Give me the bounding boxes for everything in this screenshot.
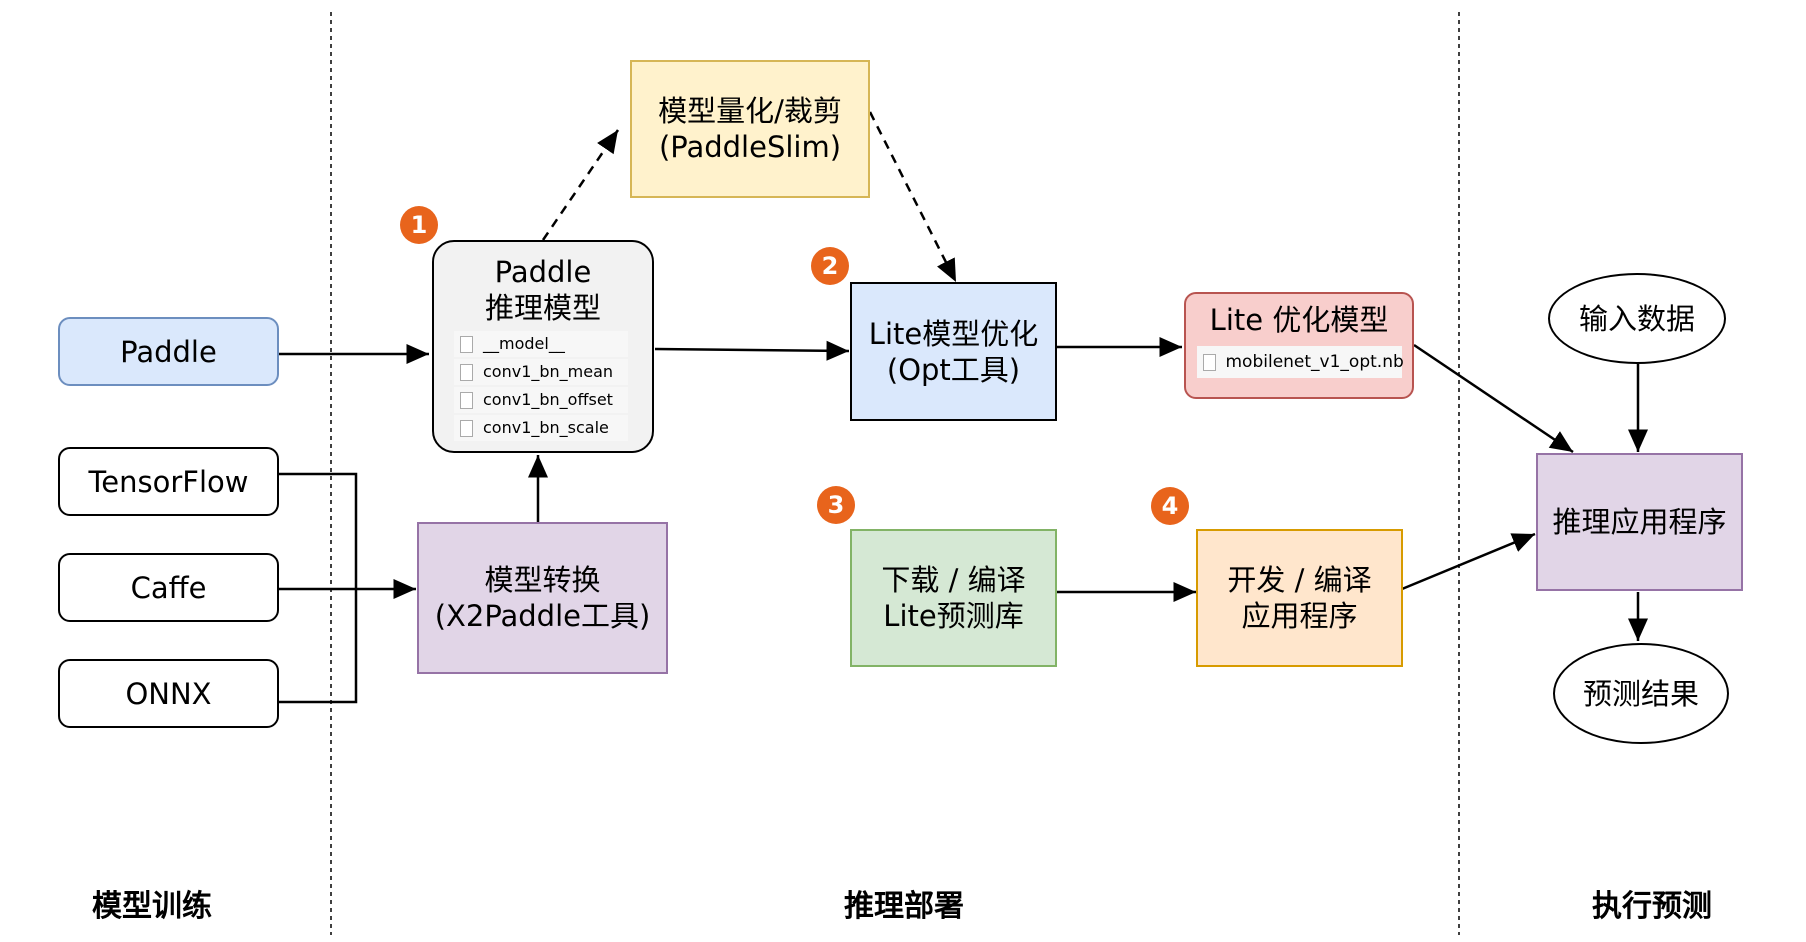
lite-model-file-name: mobilenet_v1_opt.nb bbox=[1225, 352, 1404, 372]
opt-line2: (Opt工具) bbox=[886, 352, 1021, 387]
prediction-result-ellipse: 预测结果 bbox=[1553, 643, 1729, 744]
paddle-box: Paddle bbox=[58, 317, 279, 386]
caffe-label: Caffe bbox=[130, 570, 207, 605]
arrow-model-to-slim bbox=[541, 129, 620, 241]
x2paddle-box: 模型转换 (X2Paddle工具) bbox=[417, 522, 668, 674]
arrow-slim-to-opt bbox=[868, 111, 958, 283]
input-data-label: 输入数据 bbox=[1578, 301, 1695, 336]
lite-optimized-model-box: Lite 优化模型 mobilenet_v1_opt.nb bbox=[1184, 292, 1414, 399]
arrow-develop-to-app bbox=[1401, 532, 1536, 591]
develop-app-box: 开发 / 编译 应用程序 bbox=[1196, 529, 1403, 667]
download-line2: Lite预测库 bbox=[883, 599, 1024, 633]
opt-tool-box: Lite模型优化 (Opt工具) bbox=[850, 282, 1057, 421]
paddle-label: Paddle bbox=[120, 334, 217, 369]
input-data-ellipse: 输入数据 bbox=[1548, 273, 1726, 364]
arrow-lite-model-to-app bbox=[1413, 343, 1574, 454]
inference-app-box: 推理应用程序 bbox=[1536, 453, 1743, 591]
download-line1: 下载 / 编译 bbox=[881, 563, 1026, 597]
file-icon bbox=[460, 335, 473, 353]
model-file-item: conv1_bn_offset bbox=[454, 387, 628, 413]
model-file-name: __model__ bbox=[483, 334, 565, 353]
wire-tensorflow bbox=[279, 472, 358, 589]
file-icon bbox=[460, 363, 473, 381]
develop-line2: 应用程序 bbox=[1241, 599, 1358, 633]
tensorflow-box: TensorFlow bbox=[58, 447, 279, 516]
step-badge-1: 1 bbox=[400, 206, 438, 244]
slim-line2: (PaddleSlim) bbox=[658, 130, 842, 164]
section-title-deploy: 推理部署 bbox=[844, 889, 964, 924]
tensorflow-label: TensorFlow bbox=[88, 464, 249, 499]
opt-line1: Lite模型优化 bbox=[868, 316, 1039, 351]
section-title-training: 模型训练 bbox=[92, 889, 212, 924]
model-file-name: conv1_bn_offset bbox=[483, 390, 613, 409]
paddle-inference-model-box: Paddle 推理模型 __model__ conv1_bn_mean conv… bbox=[432, 240, 654, 453]
step-badge-4: 4 bbox=[1151, 487, 1189, 525]
model-file-name: conv1_bn_scale bbox=[483, 418, 609, 437]
file-icon bbox=[460, 419, 473, 437]
lite-model-file: mobilenet_v1_opt.nb bbox=[1196, 346, 1404, 378]
model-file-item: conv1_bn_scale bbox=[454, 415, 628, 441]
file-icon bbox=[460, 391, 473, 409]
wire-onnx bbox=[279, 589, 358, 704]
section-title-predict: 执行预测 bbox=[1592, 889, 1712, 924]
x2paddle-line1: 模型转换 bbox=[484, 563, 601, 597]
arrow-model-to-opt bbox=[654, 340, 850, 361]
develop-line1: 开发 / 编译 bbox=[1227, 563, 1372, 597]
file-icon bbox=[1202, 353, 1216, 371]
prediction-result-label: 预测结果 bbox=[1582, 676, 1699, 711]
step-badge-2: 2 bbox=[811, 247, 849, 285]
model-file-list: __model__ conv1_bn_mean conv1_bn_offset … bbox=[454, 331, 628, 443]
x2paddle-line2: (X2Paddle工具) bbox=[434, 599, 651, 633]
inference-app-label: 推理应用程序 bbox=[1552, 505, 1727, 539]
download-compile-box: 下载 / 编译 Lite预测库 bbox=[850, 529, 1057, 667]
onnx-label: ONNX bbox=[125, 676, 212, 711]
step-badge-3: 3 bbox=[817, 486, 855, 524]
caffe-box: Caffe bbox=[58, 553, 279, 622]
paddleslim-box: 模型量化/裁剪 (PaddleSlim) bbox=[630, 60, 870, 198]
paddle-model-line2: 推理模型 bbox=[484, 291, 601, 325]
model-file-item: __model__ bbox=[454, 331, 628, 357]
model-file-name: conv1_bn_mean bbox=[483, 362, 614, 381]
paddle-model-line1: Paddle bbox=[494, 255, 592, 289]
lite-model-title: Lite 优化模型 bbox=[1209, 303, 1389, 337]
model-file-item: conv1_bn_mean bbox=[454, 359, 628, 385]
slim-line1: 模型量化/裁剪 bbox=[658, 94, 842, 128]
onnx-box: ONNX bbox=[58, 659, 279, 728]
